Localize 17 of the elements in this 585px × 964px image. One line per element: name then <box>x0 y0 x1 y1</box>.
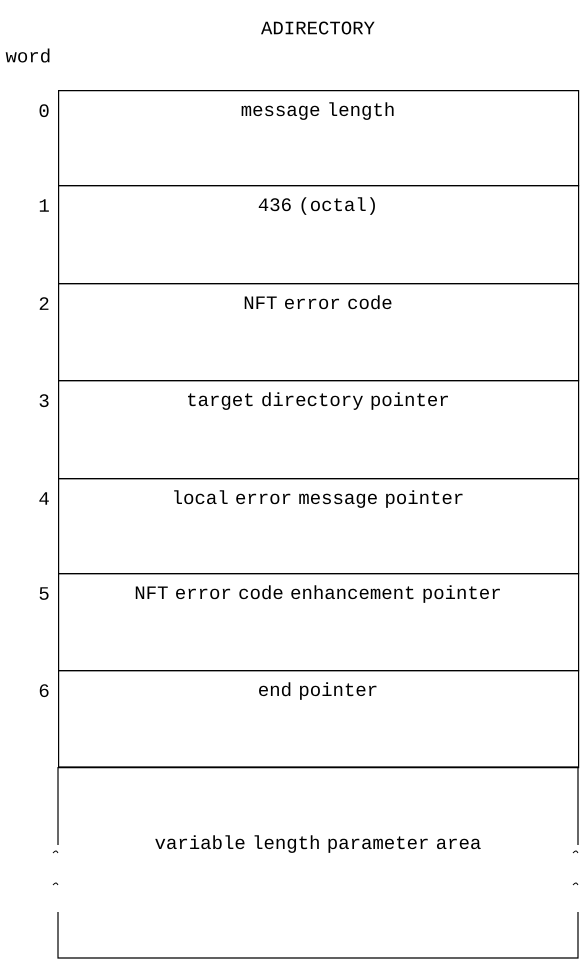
title: ADIRECTORY <box>261 22 375 34</box>
word-number: 4 <box>39 492 49 505</box>
word-number: 5 <box>40 587 49 600</box>
field-box: 436 (octal) <box>58 185 580 284</box>
field-box: end pointer <box>58 670 580 768</box>
parameter-area-box: variable length parameter area <box>52 766 579 959</box>
word-number: 6 <box>40 684 49 698</box>
field-box: NFT error code <box>58 283 580 382</box>
word-number: 3 <box>40 394 49 408</box>
word-number: 1 <box>40 199 49 212</box>
field-box: target directory pointer <box>58 380 580 480</box>
word-number: 2 <box>40 297 48 310</box>
column-heading: word <box>6 48 50 63</box>
field-box: message length <box>58 90 580 186</box>
word-number: 0 <box>40 104 49 118</box>
field-box: NFT error code enhancement pointer <box>58 573 580 672</box>
field-box: local error message pointer <box>58 478 580 574</box>
